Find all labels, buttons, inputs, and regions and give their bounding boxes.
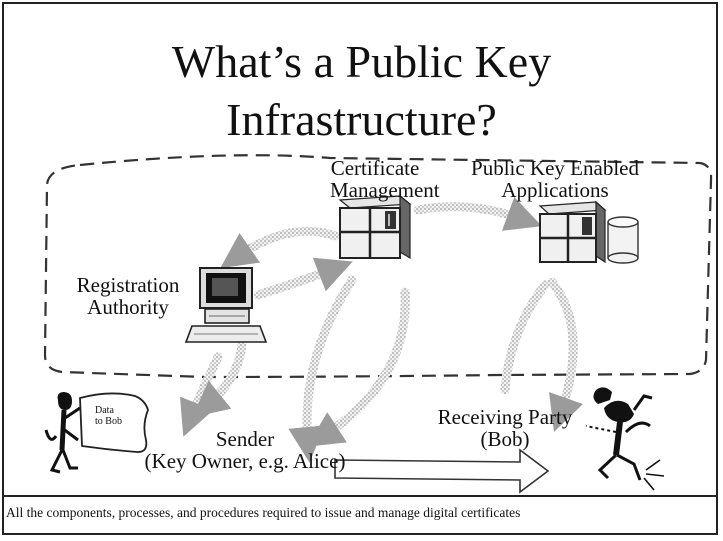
pk-enabled-applications-label: Public Key Enabled Applications [455,157,655,201]
pk-enabled-applications-line1: Public Key Enabled [471,156,639,180]
certificate-management-line1: Certificate [330,156,420,180]
certificate-server-icon [338,194,412,260]
sender-figure-icon [44,392,81,474]
receiving-party-label: Receiving Party (Bob) [430,406,580,450]
slide-title-line1: What’s a Public Key [171,36,552,87]
receiving-party-line1: Receiving Party [437,405,573,429]
sender-line2: (Key Owner, e.g. Alice) [144,449,346,473]
data-banner [79,392,149,453]
slide-caption: All the components, processes, and proce… [6,505,521,520]
registration-authority-line2: Authority [87,295,169,319]
application-server-icon [538,200,607,264]
data-flow-arrow [334,448,550,494]
sender-line1: Sender [215,427,275,451]
workstation-icon [184,267,268,343]
receiving-party-line2: (Bob) [480,427,530,451]
pk-enabled-applications-line2: Applications [501,178,609,202]
database-cylinder-icon [607,216,639,264]
process-arrows [179,196,583,463]
data-to-bob-label: Data to Bob [95,405,139,427]
slide-frame [2,2,718,535]
sender-label: Sender (Key Owner, e.g. Alice) [140,428,350,472]
receiver-figure-icon [585,387,665,491]
certificate-management-line2: Management [330,178,440,202]
slide-title-line2: Infrastructure? [226,94,497,145]
data-to-bob-line2: to Bob [95,416,122,427]
caption-divider [2,495,718,497]
registration-authority-label: Registration Authority [68,274,188,318]
pki-boundary [43,154,713,379]
certificate-management-label: Certificate Management [330,156,440,202]
data-to-bob-line1: Data [95,405,114,416]
registration-authority-line1: Registration [76,273,180,297]
